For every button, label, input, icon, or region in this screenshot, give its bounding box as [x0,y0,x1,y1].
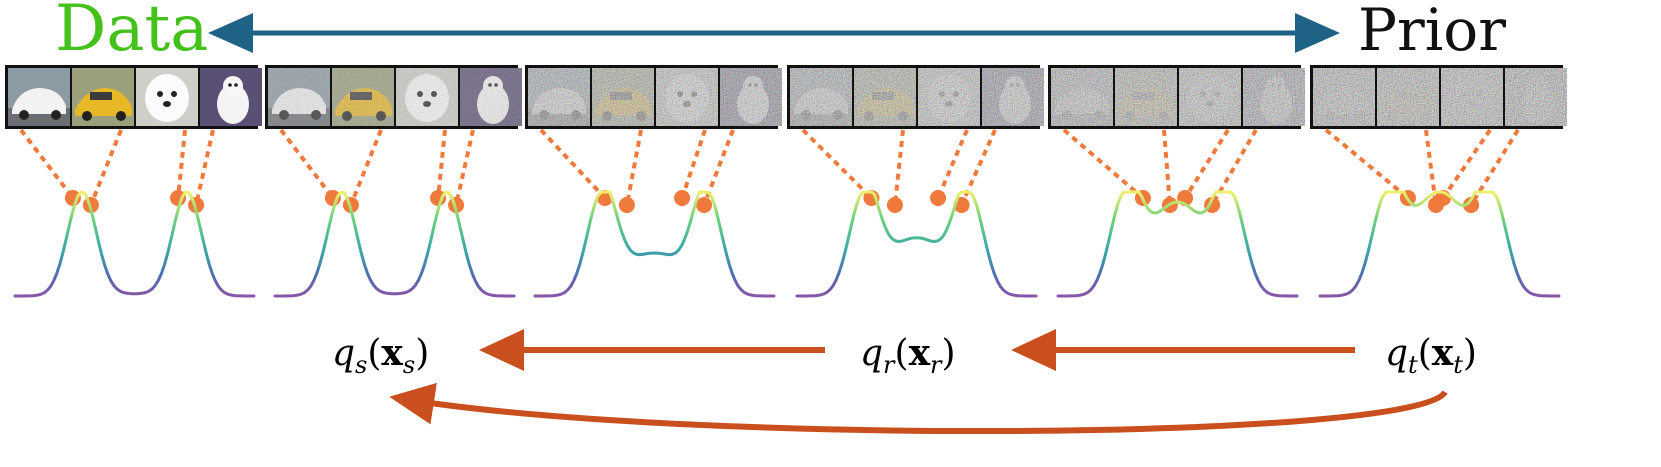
connector-line [539,128,607,200]
image-tile [790,68,852,126]
sample-point [1463,197,1480,213]
image-tile [396,68,458,126]
connector-line [936,129,969,199]
connector-line [19,128,75,200]
image-tile [332,68,394,126]
sample-point [618,197,635,213]
density-curve-1 [13,190,256,298]
connector-line [624,129,643,206]
image-tile [136,68,198,126]
connector-line [436,129,447,199]
connector-line [89,129,123,206]
connector-line [1210,128,1258,207]
density-curve-5 [1056,190,1299,298]
connector-line [680,129,707,199]
image-tile [720,68,782,126]
prior-label: Prior [1358,0,1506,64]
arrow-t-to-s-curved [389,382,1448,435]
sample-connectors [19,128,1520,213]
density-curve-3 [533,190,776,298]
connector-line [1424,129,1438,206]
q-r-label: qr(xr) [860,332,956,379]
connector-line [1162,129,1172,206]
density-curve-2 [273,190,516,298]
image-tile [200,68,262,126]
connector-line [1324,128,1410,200]
connector-line [176,129,187,199]
image-group-4 [787,65,1044,129]
image-tile [918,68,980,126]
connector-line [1469,128,1520,207]
density-curve-6 [1318,190,1561,298]
image-tile [460,68,522,126]
sample-point [930,190,947,206]
image-group-3 [525,65,782,129]
image-tile [1115,68,1177,126]
sample-point [674,190,691,206]
image-tile [268,68,330,126]
connector-line [349,129,383,206]
sample-point [696,197,713,213]
image-tile [854,68,916,126]
image-tile [528,68,590,126]
q-t-label: qt(xt) [1385,332,1477,379]
connector-line [1062,128,1145,200]
image-tile [72,68,134,126]
connector-line [1183,128,1230,200]
image-tile [592,68,654,126]
image-group-2 [265,65,522,129]
image-strip [5,65,1567,129]
sample-point [886,197,903,213]
connector-line [279,128,335,200]
density-curves [13,190,1561,298]
connector-line [1441,128,1492,200]
image-tile [1377,68,1439,126]
connector-line [801,128,873,200]
image-tile [1441,68,1503,126]
connector-line [892,129,905,206]
image-tile [1505,68,1567,126]
image-group-6 [1310,65,1567,129]
image-tile [1051,68,1113,126]
q-s-label: qs(xs) [332,332,429,379]
connector-line [959,129,997,206]
image-group-1 [5,65,262,129]
connector-line [194,129,215,206]
connector-line [454,129,475,206]
image-tile [656,68,718,126]
image-tile [1313,68,1375,126]
image-tile [8,68,70,126]
image-tile [1179,68,1241,126]
image-tile [982,68,1044,126]
density-curve-4 [795,190,1038,298]
data-label: Data [55,0,208,66]
image-tile [1243,68,1305,126]
image-group-5 [1048,65,1305,129]
